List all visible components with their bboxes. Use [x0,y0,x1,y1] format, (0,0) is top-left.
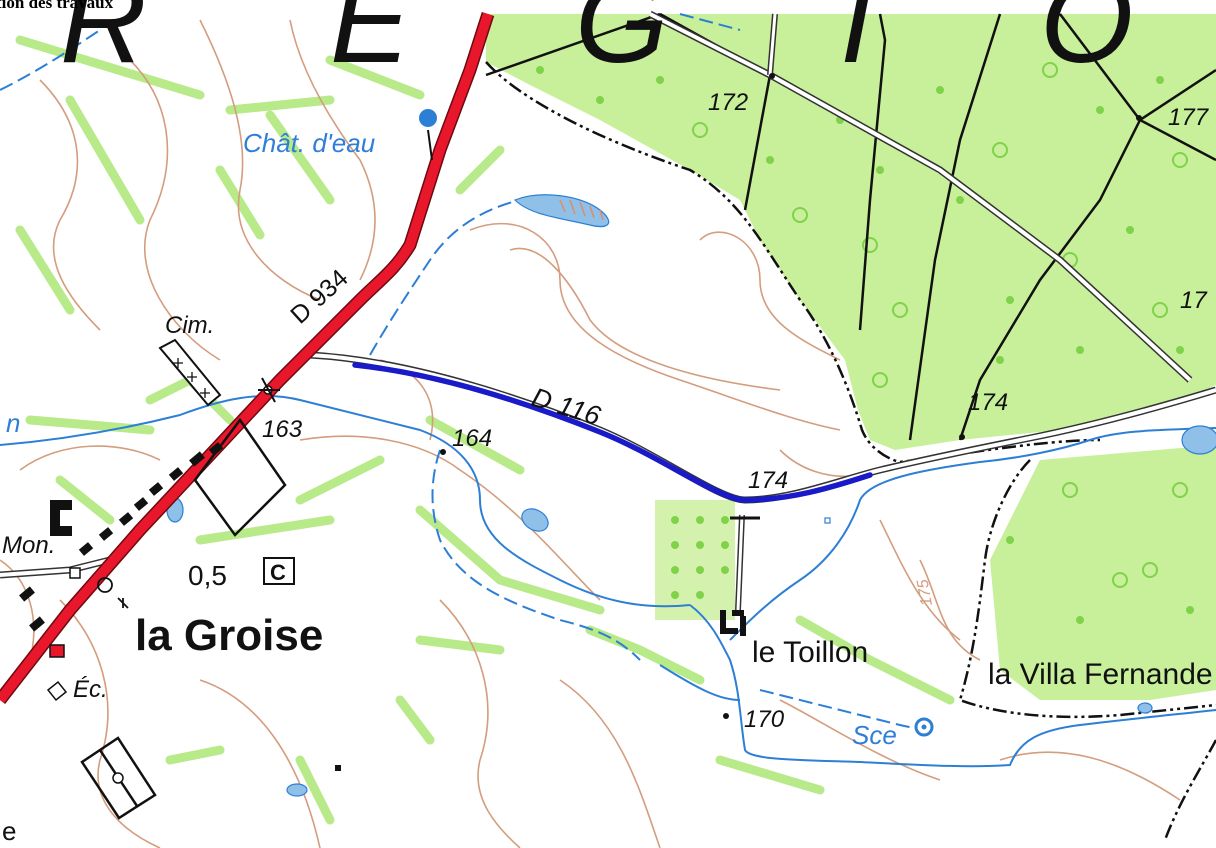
forest-track [649,12,1192,382]
hedgerows [15,35,955,825]
crossroad-marks [258,377,280,403]
elevation-164: 164 [452,425,492,452]
water-label-fragment: n [6,408,20,438]
forest-area-right [990,445,1216,700]
cross-symbols [97,577,129,609]
ponds [166,194,1216,797]
region-letters: R E G I O [60,0,1133,88]
place-label-chateau-eau: Chât. d'eau [243,128,375,158]
place-label-cim: Cim. [165,312,214,339]
streams [0,395,1216,768]
forest-symbols [536,62,1194,624]
sports-ground [80,736,157,820]
building-outline [69,567,81,579]
commune-boundary-2 [1163,739,1216,841]
elevation-163: 163 [262,416,303,443]
commune-boundary [958,459,1216,719]
orchard-dots [671,516,729,599]
place-label-la-groise: la Groise [135,611,323,660]
forest-area [486,14,1216,450]
streams-dashed [0,13,921,729]
field-parcel [193,417,287,537]
spot-points [440,73,1142,719]
elevation-174-forest: 174 [968,389,1008,416]
place-label-mon: Mon. [2,532,55,559]
label-fragment-e: e [2,816,16,846]
road-d934[interactable] [0,12,493,704]
buildings [19,442,746,771]
marsh-hatch [559,199,604,221]
place-label-ecole: Éc. [73,676,108,703]
works-highlight[interactable] [352,362,873,503]
elevation-174-road: 174 [748,467,788,494]
toillon-access [736,514,744,611]
elevation-172: 172 [708,89,748,116]
campsite-box [263,557,295,585]
region-letter-g: G [575,0,668,88]
distance-label: 0,5 [188,560,227,591]
elevation-labels: 163 164 174 174 172 177 17 170 [262,89,1210,733]
forest-parcel-lines [485,12,1216,441]
region-letter-e: E [330,0,412,88]
place-label-le-toillon: le Toillon [752,636,868,669]
elevation-17: 17 [1180,287,1208,314]
elevation-177: 177 [1168,104,1210,131]
cemetery-crosses [173,358,210,398]
water-tower-stem [427,129,433,161]
region-letter-o: O [1040,0,1133,88]
forest-track-2 [768,13,777,76]
small-water-mark [824,517,831,524]
forest-area-toillon [655,500,735,620]
place-label-la-villa-fernande: la Villa Fernande [988,658,1213,691]
school-symbol [46,680,68,702]
town-hall-marker [49,644,65,658]
spring-icon-center [921,724,927,730]
campsite-symbol: C [270,560,286,585]
page-header: tion des travaux [0,0,114,12]
contour-elevation-175: 175 [915,578,936,607]
place-label-source: Sce [852,720,897,750]
region-letter-i: I [840,0,873,88]
region-letter-r: R [60,0,147,88]
water-tower-icon [419,109,437,127]
elevation-170: 170 [744,706,785,733]
